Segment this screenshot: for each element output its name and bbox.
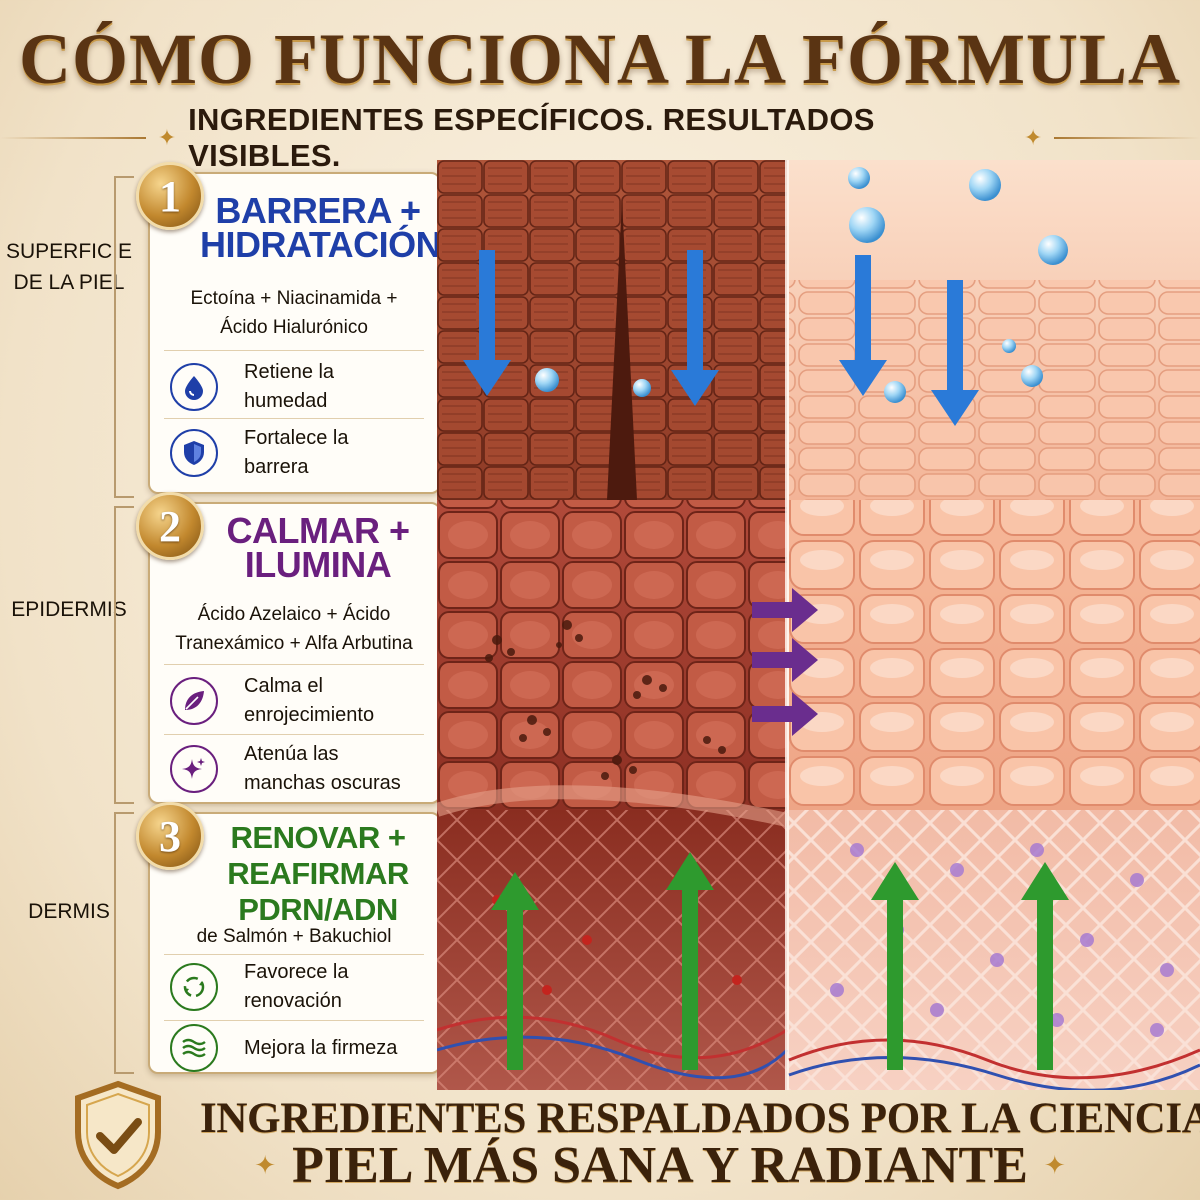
sparkle-icon: ✦	[157, 125, 177, 150]
shield-icon	[170, 429, 218, 477]
water-droplets	[535, 167, 1068, 403]
step-title-line1: CALMAR +	[226, 510, 411, 551]
ingredients-line2: Tranexámico + Alfa Arbutina	[175, 633, 413, 654]
ingredients-line1: Ácido Azelaico + Ácido	[197, 604, 391, 625]
benefit-text: Fortalece la barrera	[244, 424, 349, 482]
benefit-line1: Favorece la	[244, 961, 349, 983]
step-number-badge: 3	[136, 802, 204, 870]
renewal-arrows	[491, 852, 1069, 1070]
ingredients-line1: Ectoína + Niacinamida +	[190, 288, 398, 309]
skin-cross-section-illustration	[437, 160, 1200, 1090]
divider-line-right	[1054, 137, 1200, 139]
benefit-item: Mejora la firmeza	[170, 1024, 436, 1072]
benefit-text: Mejora la firmeza	[244, 1034, 397, 1063]
ingredients-line2: Ácido Hialurónico	[220, 317, 368, 338]
card-divider	[164, 418, 424, 419]
step-title: RENOVAR + REAFIRMAR PDRN/ADN	[200, 820, 436, 928]
step-title-line1: RENOVAR +	[230, 820, 406, 855]
step-title-line2: HIDRATACIÓN	[200, 224, 442, 265]
benefit-line1: Mejora la firmeza	[244, 1036, 398, 1059]
step-number-badge: 1	[136, 162, 204, 230]
benefit-item: Favorece la renovación	[170, 958, 436, 1016]
benefit-line1: Calma el	[244, 675, 323, 697]
brightening-arrows	[752, 588, 818, 736]
layer-label-surface-line1: SUPERFICIE	[5, 240, 133, 263]
leaf-icon	[170, 677, 218, 725]
layer-bracket-surface	[114, 176, 134, 498]
layer-bracket-dermis	[114, 812, 134, 1074]
layer-label-epidermis: EPIDERMIS	[11, 598, 127, 621]
step-title-line2: REAFIRMAR	[227, 856, 409, 891]
step-ingredients: Ácido Azelaico + Ácido Tranexámico + Alf…	[154, 600, 434, 658]
sparkle-icon	[170, 745, 218, 793]
step-card-2: 2 CALMAR + ILUMINA Ácido Azelaico + Ácid…	[136, 492, 441, 804]
step-title: CALMAR + ILUMINA	[200, 510, 436, 585]
layer-label-dermis: DERMIS	[28, 900, 110, 923]
benefit-text: Retiene la humedad	[244, 358, 334, 416]
sparkle-icon: ✦	[1043, 1150, 1066, 1180]
benefit-text: Favorece la renovación	[244, 958, 349, 1016]
layer-bracket-epidermis	[114, 506, 134, 804]
benefit-line2: manchas oscuras	[244, 772, 401, 794]
step-title: BARRERA + HIDRATACIÓN	[200, 190, 442, 265]
sparkle-icon: ✦	[254, 1150, 277, 1180]
benefit-text: Calma el enrojecimiento	[244, 672, 374, 730]
card-divider	[164, 350, 424, 351]
renew-cycle-icon	[170, 963, 218, 1011]
divider-line-left	[0, 137, 146, 139]
benefit-item: Fortalece la barrera	[170, 424, 436, 482]
footer-line-2: PIEL MÁS SANA Y RADIANTE	[292, 1137, 1028, 1194]
footer-line-1: INGREDIENTES RESPALDADOS POR LA CIENCIA.	[200, 1095, 1200, 1142]
check-shield-icon	[72, 1080, 164, 1195]
water-drop-icon	[170, 363, 218, 411]
layer-label-surface: SUPERFICIE DE LA PIEL	[4, 236, 134, 298]
step-title-line3: PDRN/ADN	[238, 892, 398, 927]
step-title-line1: BARRERA +	[215, 190, 421, 231]
benefit-line2: renovación	[244, 990, 342, 1012]
benefit-line1: Atenúa las	[244, 743, 339, 765]
benefit-line1: Retiene la	[244, 361, 335, 383]
benefit-item: Calma el enrojecimiento	[170, 672, 436, 730]
hydration-arrows	[463, 250, 979, 426]
footer-line-2-row: ✦ PIEL MÁS SANA Y RADIANTE ✦	[180, 1136, 1140, 1195]
sparkle-icon: ✦	[1023, 125, 1043, 150]
step-number-badge: 2	[136, 492, 204, 560]
card-divider	[164, 664, 424, 665]
benefit-line1: Fortalece la	[244, 427, 349, 449]
firmness-waves-icon	[170, 1024, 218, 1072]
step-ingredients: de Salmón + Bakuchiol	[154, 922, 434, 951]
skin-layers-svg	[437, 160, 1200, 1090]
step-title-line2: ILUMINA	[244, 544, 392, 585]
ingredients-line1: de Salmón + Bakuchiol	[196, 926, 392, 947]
benefit-item: Atenúa las manchas oscuras	[170, 740, 436, 798]
step-card-1: 1 BARRERA + HIDRATACIÓN Ectoína + Niacin…	[136, 162, 442, 494]
subtitle-row: ✦ INGREDIENTES ESPECÍFICOS. RESULTADOS V…	[0, 102, 1200, 173]
card-divider	[164, 1020, 424, 1021]
benefit-text: Atenúa las manchas oscuras	[244, 740, 401, 798]
layer-label-surface-line2: DE LA PIEL	[13, 271, 125, 294]
card-divider	[164, 734, 424, 735]
step-ingredients: Ectoína + Niacinamida + Ácido Hialurónic…	[154, 284, 434, 342]
benefit-item: Retiene la humedad	[170, 358, 436, 416]
step-card-3: 3 RENOVAR + REAFIRMAR PDRN/ADN de Salmón…	[136, 802, 441, 1074]
benefit-line2: humedad	[244, 390, 328, 412]
page-title: CÓMO FUNCIONA LA FÓRMULA	[19, 19, 1181, 99]
page-subtitle: INGREDIENTES ESPECÍFICOS. RESULTADOS VIS…	[188, 102, 875, 173]
card-divider	[164, 954, 424, 955]
benefit-line2: enrojecimiento	[244, 704, 375, 726]
benefit-line2: barrera	[244, 456, 309, 478]
